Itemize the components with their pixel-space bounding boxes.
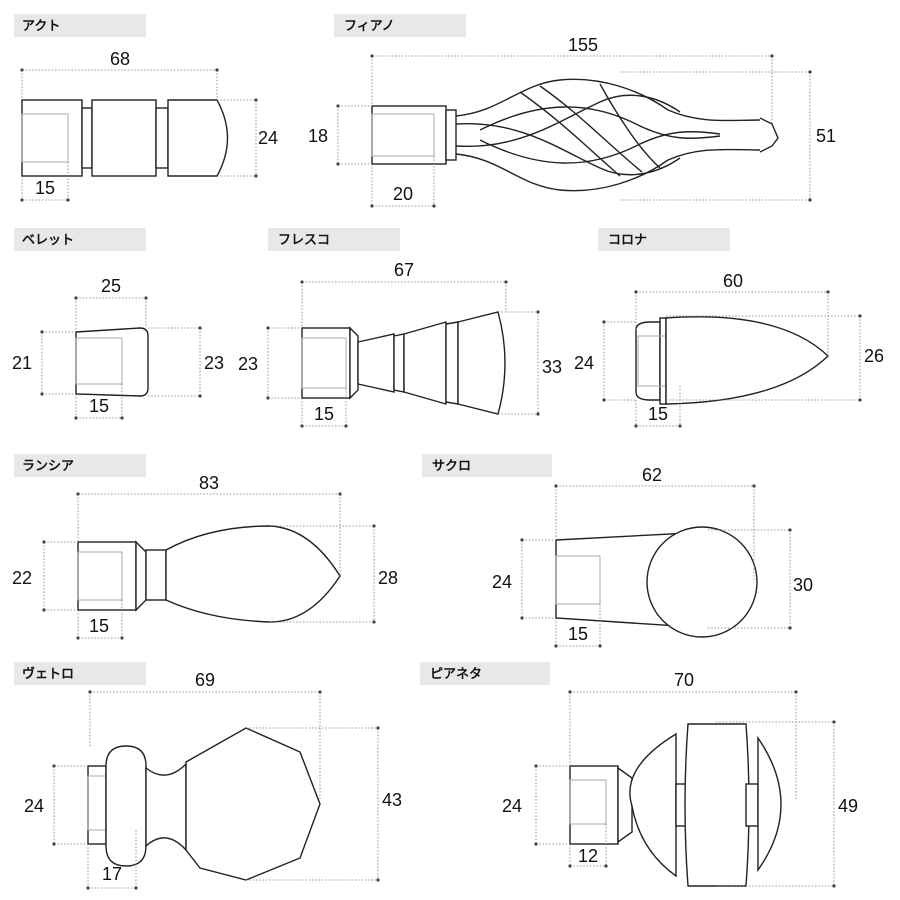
dim-height: 49	[838, 796, 858, 816]
product-drawing	[87, 727, 321, 881]
dimension-lines	[336, 54, 812, 208]
panel-label-bg	[422, 454, 552, 477]
dim-length: 25	[101, 276, 121, 296]
dim-height: 24	[258, 128, 278, 148]
panel-ranshia: ランシア 83 22 28 15	[12, 454, 398, 640]
dimension-lines	[266, 280, 540, 428]
dimension-lines	[42, 492, 376, 640]
dim-bore: 15	[568, 624, 588, 644]
dim-length: 155	[568, 35, 598, 55]
dim-bore-height: 22	[12, 568, 32, 588]
product-drawing	[371, 78, 779, 192]
dim-bore-height: 18	[308, 126, 328, 146]
dim-bore-height: 21	[12, 353, 32, 373]
dim-bore-height: 23	[238, 354, 258, 374]
dim-length: 68	[110, 49, 130, 69]
product-drawing	[569, 723, 782, 887]
panel-sakuro: サクロ 62 24 30 15	[422, 454, 813, 648]
dimension-lines	[20, 68, 258, 202]
product-drawing	[635, 316, 830, 405]
dim-bore: 15	[89, 396, 109, 416]
dim-length: 69	[195, 670, 215, 690]
dimension-lines	[520, 484, 792, 648]
dim-bore: 20	[393, 184, 413, 204]
panel-name: ピアネタ	[430, 667, 482, 682]
dim-height: 33	[542, 357, 562, 377]
dim-length: 70	[674, 670, 694, 690]
dim-length: 62	[642, 465, 662, 485]
dim-height: 28	[378, 568, 398, 588]
panel-label-bg	[420, 662, 550, 685]
panel-name: サクロ	[432, 459, 471, 474]
dim-bore: 15	[648, 404, 668, 424]
dim-bore: 15	[89, 616, 109, 636]
dim-height: 23	[204, 353, 224, 373]
panel-label-bg	[14, 228, 146, 251]
dim-bore: 17	[102, 864, 122, 884]
dimension-lines	[52, 690, 380, 890]
panel-name: フィアノ	[344, 19, 395, 34]
panel-label-bg	[14, 454, 146, 477]
product-drawing	[21, 99, 229, 177]
panel-name: ランシア	[22, 459, 74, 474]
panel-name: ヴェトロ	[22, 666, 74, 682]
panel-label-bg	[14, 662, 146, 685]
panel-beretto: ベレット 25 21 23 15	[12, 228, 224, 420]
panel-korona: コロナ 60 24 26 15	[574, 228, 884, 428]
panel-pianeta: ピアネタ 70	[420, 662, 858, 888]
dim-height: 51	[816, 126, 836, 146]
dim-bore: 12	[578, 846, 598, 866]
panel-fuloresko: フレスコ 67	[238, 228, 562, 428]
panel-label-bg	[598, 228, 730, 251]
dimension-lines	[534, 690, 836, 888]
dim-bore-height: 24	[574, 353, 594, 373]
product-drawing	[77, 525, 341, 623]
product-drawing	[555, 526, 758, 638]
dim-height: 43	[382, 790, 402, 810]
dim-bore: 15	[314, 404, 334, 424]
dim-length: 67	[394, 260, 414, 280]
panel-name: コロナ	[608, 233, 647, 248]
panel-fiano: フィアノ	[308, 14, 836, 208]
dim-length: 60	[723, 271, 743, 291]
panel-name: ベレット	[22, 233, 74, 248]
panel-name: アクト	[22, 19, 60, 34]
panel-name: フレスコ	[278, 233, 330, 248]
dim-bore: 15	[35, 178, 55, 198]
panel-label-bg	[268, 228, 400, 251]
dim-height: 30	[793, 575, 813, 595]
panel-akuto: アクト 68 24 15	[14, 14, 278, 202]
product-drawing	[75, 327, 149, 397]
panel-vetoro: ヴェトロ 69 24 43 17	[14, 662, 402, 890]
dim-bore-height: 24	[24, 796, 44, 816]
product-drawing	[301, 311, 506, 415]
dim-length: 83	[199, 473, 219, 493]
dim-height: 26	[864, 346, 884, 366]
panel-label-bg	[334, 14, 466, 37]
dimension-lines	[602, 290, 862, 428]
dim-bore-height: 24	[502, 796, 522, 816]
dim-bore-height: 24	[492, 572, 512, 592]
panel-label-bg	[14, 14, 146, 37]
dimension-lines	[40, 296, 202, 420]
